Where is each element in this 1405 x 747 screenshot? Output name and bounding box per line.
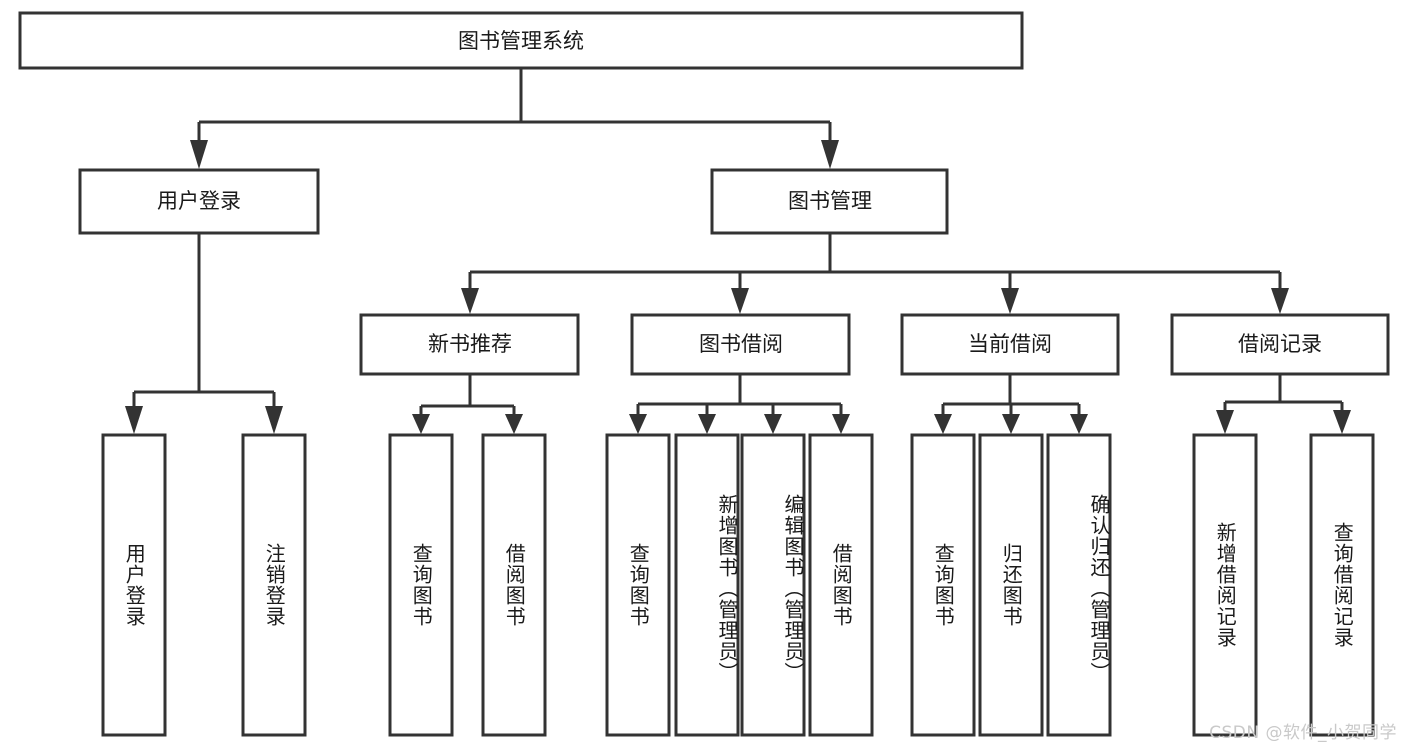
- leaf-box-return-book[interactable]: [978, 433, 1044, 737]
- arrow-head-bookborrow-leaf-2: [698, 414, 716, 434]
- arrow-head-currentborrow-leaf-2: [1002, 414, 1020, 434]
- leaf-box-query-book-newrec[interactable]: [388, 433, 454, 737]
- node-label-book-borrow: 图书借阅: [699, 332, 783, 356]
- node-label-borrow-record: 借阅记录: [1238, 332, 1322, 356]
- leaf-box-add-book-admin[interactable]: [674, 433, 740, 737]
- connector-layer: [125, 68, 1351, 434]
- arrow-head-borrow-record: [1271, 288, 1289, 314]
- node-label-user-login: 用户登录: [157, 189, 241, 213]
- arrow-head-newbook-leaf-2: [505, 414, 523, 434]
- arrow-head-user-login: [190, 140, 208, 169]
- leaf-box-edit-book-admin[interactable]: [740, 433, 806, 737]
- node-box-book-management[interactable]: [710, 168, 949, 235]
- node-label-current-borrow: 当前借阅: [968, 332, 1052, 356]
- node-box-new-book-recommend[interactable]: [359, 313, 580, 376]
- node-box-current-borrow[interactable]: [900, 313, 1120, 376]
- arrow-head-book-borrow: [731, 288, 749, 314]
- node-box-user-login[interactable]: [78, 168, 320, 235]
- arrow-head-book-manage: [821, 140, 839, 169]
- leaf-box-query-borrow-record[interactable]: [1309, 433, 1375, 737]
- node-label-root: 图书管理系统: [458, 29, 584, 53]
- node-label-new-book-recommend: 新书推荐: [428, 332, 512, 356]
- arrow-head-leaf-logout: [265, 406, 283, 434]
- arrow-head-borrowrecord-leaf-2: [1333, 410, 1351, 434]
- leaf-box-confirm-return-admin[interactable]: [1046, 433, 1112, 737]
- leaf-box-user-login[interactable]: [101, 433, 167, 737]
- arrow-head-bookborrow-leaf-1: [629, 414, 647, 434]
- arrow-head-leaf-user-login: [125, 406, 143, 434]
- node-label-book-management: 图书管理: [788, 189, 872, 213]
- leaf-box-borrow-book-newrec[interactable]: [481, 433, 547, 737]
- arrow-head-newbook-leaf-1: [412, 414, 430, 434]
- watermark-text: CSDN @软件_小贺同学: [1209, 723, 1397, 743]
- arrow-head-new-book-rec: [461, 288, 479, 314]
- arrow-head-current-borrow: [1001, 288, 1019, 314]
- arrow-head-borrowrecord-leaf-1: [1216, 410, 1234, 434]
- leaf-box-query-book-borrow[interactable]: [605, 433, 671, 737]
- node-layer: 图书管理系统 用户登录 图书管理 新书推荐 图书借阅 当前借阅 借阅记录: [18, 11, 1390, 737]
- arrow-head-bookborrow-leaf-4: [832, 414, 850, 434]
- node-box-borrow-record[interactable]: [1170, 313, 1390, 376]
- leaf-box-borrow-book[interactable]: [808, 433, 874, 737]
- arrow-head-bookborrow-leaf-3: [764, 414, 782, 434]
- arrow-head-currentborrow-leaf-3: [1070, 414, 1088, 434]
- node-box-book-borrow[interactable]: [630, 313, 851, 376]
- leaf-box-query-book-current[interactable]: [910, 433, 976, 737]
- arrow-head-currentborrow-leaf-1: [934, 414, 952, 434]
- leaf-box-add-borrow-record[interactable]: [1192, 433, 1258, 737]
- node-box-root[interactable]: [18, 11, 1024, 70]
- leaf-box-logout[interactable]: [241, 433, 307, 737]
